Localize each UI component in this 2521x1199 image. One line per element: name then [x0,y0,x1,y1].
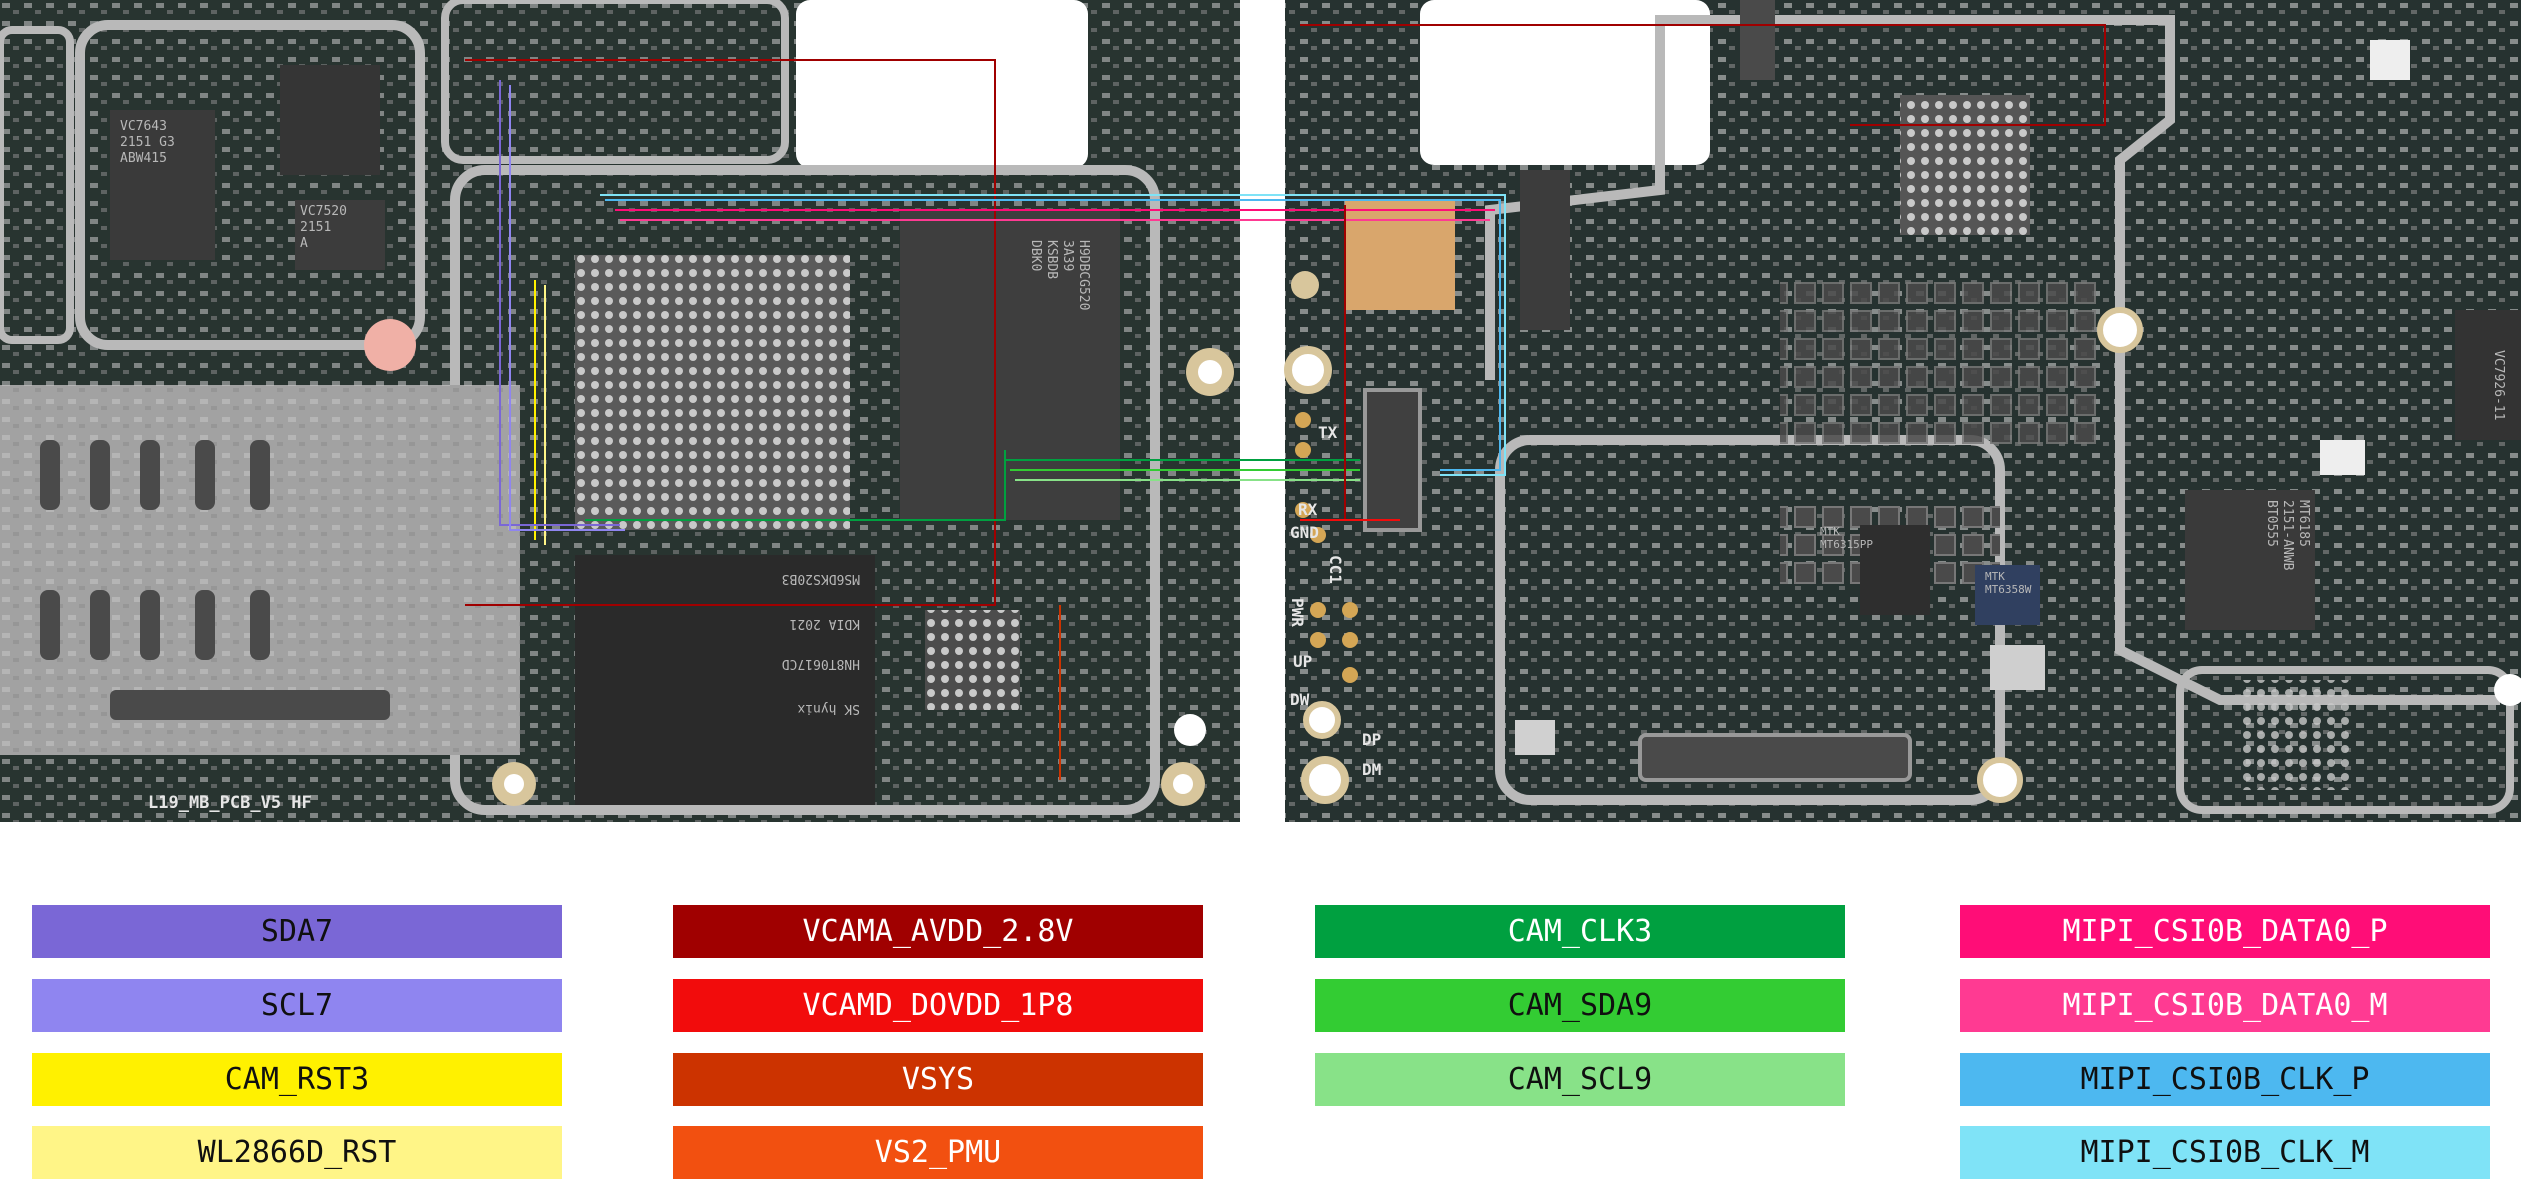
chip-b-line1: VC7520 [300,204,347,219]
chip-b-line2: 2151 [300,220,331,235]
legend-label: VCAMA_AVDD_2.8V [802,914,1074,949]
hynix-line2: HN8T0617CD [782,656,860,671]
legend-sda7: SDA7 [32,905,562,958]
memory-line4: DBK0 [1028,240,1043,271]
test-point-rx: RX [1298,500,1318,519]
legend-label: VSYS [901,1062,975,1097]
test-point-dw: DW [1290,690,1310,709]
legend-scl7: SCL7 [32,979,562,1032]
memory-line1: H9DBCG520 [1076,240,1091,310]
legend-label: MIPI_CSI0B_DATA0_P [2062,914,2388,949]
legend-vs2-pmu: VS2_PMU [673,1126,1203,1179]
legend-vcama-avdd: VCAMA_AVDD_2.8V [673,905,1203,958]
legend-label: WL2866D_RST [197,1135,397,1170]
mtk-b-line2: MT6358W [1985,583,2032,596]
hynix-line4: MS6DKS20B3 [782,571,860,586]
test-point-dp: DP [1362,730,1381,749]
left-board [0,0,1240,822]
chip-b-line3: A [300,236,308,251]
memory-line2: 3A39 [1060,240,1075,271]
legend-label: SDA7 [260,914,334,949]
test-point-pwr: PWR [1288,598,1307,627]
right-chip-line2: 2151-ANWB [2280,500,2295,571]
legend-mipi-data0-m: MIPI_CSI0B_DATA0_M [1960,979,2490,1032]
legend-vsys: VSYS [673,1053,1203,1106]
legend-label: MIPI_CSI0B_CLK_P [2080,1062,2370,1097]
right-small-line1: VC7926-11 [2491,350,2506,420]
legend-cam-scl9: CAM_SCL9 [1315,1053,1845,1106]
hynix-line1: SK hynix [797,701,860,716]
test-point-up: UP [1293,652,1312,671]
mtk-b-line1: MTK [1985,570,2005,583]
legend-label: MIPI_CSI0B_CLK_M [2080,1135,2370,1170]
legend-label: VS2_PMU [874,1135,1002,1170]
legend-mipi-data0-p: MIPI_CSI0B_DATA0_P [1960,905,2490,958]
legend-cam-sda9: CAM_SDA9 [1315,979,1845,1032]
test-point-cc1: CC1 [1326,555,1345,584]
chip-a-line2: 2151 G3 [120,135,175,150]
legend-label: CAM_SCL9 [1507,1062,1653,1097]
pcb-label: L19_MB_PCB_V5 HF [148,793,312,813]
right-chip-line1: MT6185 [2296,500,2311,547]
legend-label: MIPI_CSI0B_DATA0_M [2062,988,2388,1023]
legend-mipi-clk-p: MIPI_CSI0B_CLK_P [1960,1053,2490,1106]
signal-legend: SDA7 SCL7 CAM_RST3 WL2866D_RST VCAMA_AVD… [0,835,2521,1199]
right-board [1284,0,2521,822]
test-point-gnd: GND [1290,523,1319,542]
legend-cam-rst3: CAM_RST3 [32,1053,562,1106]
right-chip-line3: BT0555 [2264,500,2279,547]
pcb-board-svg: L19_MB_PCB_V5 HF TX RX GND CC1 PWR UP DW… [0,0,2521,822]
mtk-a-line2: MT6315PP [1820,538,1873,551]
mtk-a-line1: MTK [1820,525,1840,538]
legend-label: CAM_CLK3 [1507,914,1653,949]
legend-label: SCL7 [260,988,334,1023]
legend-vcamd-dovdd: VCAMD_DOVDD_1P8 [673,979,1203,1032]
chip-a-line3: ABW415 [120,151,167,166]
legend-wl2866d-rst: WL2866D_RST [32,1126,562,1179]
test-point-dm: DM [1362,760,1381,779]
legend-label: VCAMD_DOVDD_1P8 [802,988,1074,1023]
hynix-line3: KDIA 2021 [790,616,860,631]
legend-label: CAM_SDA9 [1507,988,1653,1023]
chip-markings: VC7643 2151 G3 ABW415 VC7520 2151 A H9DB… [120,119,2506,716]
signal-traces [465,24,2106,780]
pcb-board-photo: L19_MB_PCB_V5 HF TX RX GND CC1 PWR UP DW… [0,0,2521,822]
test-point-labels: TX RX GND CC1 PWR UP DW DP DM [1288,423,1381,779]
legend-label: CAM_RST3 [224,1062,370,1097]
legend-cam-clk3: CAM_CLK3 [1315,905,1845,958]
chip-a-line1: VC7643 [120,119,167,134]
legend-mipi-clk-m: MIPI_CSI0B_CLK_M [1960,1126,2490,1179]
test-point-tx: TX [1318,423,1338,442]
memory-line3: KSBDB [1044,240,1059,279]
